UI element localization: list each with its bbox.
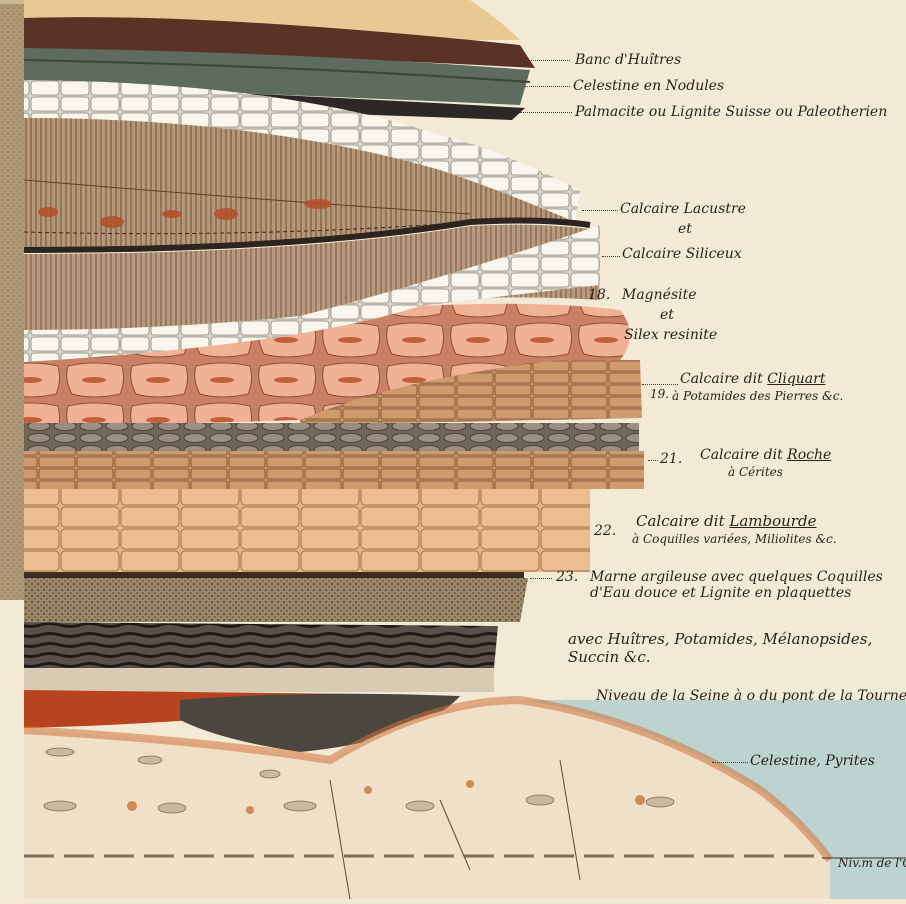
label-celestine-nodules: Celestine en Nodules [573,79,724,93]
label-niveau-ocean: Niv.m de l'Océ [838,857,906,869]
label-number-19: 19. [650,388,669,400]
label-banc-huitres: Banc d'Huîtres [575,53,681,67]
label-lambourde-detail: à Coquilles variées, Miliolites &c. [632,533,837,545]
leader-line [582,210,618,211]
label-cliquart-detail: à Potamides des Pierres &c. [672,390,843,402]
leader-line [648,460,658,461]
label-magnesite: Magnésite [622,288,697,302]
label-number-21: 21. [660,452,682,466]
leader-line [712,762,748,763]
leader-line [524,86,570,87]
label-number-22: 22. [594,524,616,538]
label-calcaire-lambourde: Calcaire dit Lambourde [636,514,816,529]
label-huitres-potamides: avec Huîtres, Potamides, Mélanopsides, [568,632,872,647]
label-number-18: 18. [588,288,610,302]
label-palmacite: Palmacite ou Lignite Suisse ou Paleother… [575,105,887,119]
label-et: et [660,308,674,322]
label-roche-detail: à Cérites [728,466,783,478]
label-celestine-pyrites: Celestine, Pyrites [750,754,875,768]
label-marne-detail: d'Eau douce et Lignite en plaquettes [590,586,851,600]
label-silex: Silex resinite [624,328,717,342]
leader-line [522,60,570,61]
label-calcaire-roche: Calcaire dit Roche [700,448,831,462]
leader-line [642,384,678,385]
leader-line [602,256,620,257]
label-number-23: 23. [556,570,578,584]
label-succin: Succin &c. [568,650,651,665]
label-calcaire-cliquart: Calcaire dit Cliquart [680,372,825,386]
leader-line [530,578,552,579]
leader-line [520,112,572,113]
label-calcaire-siliceux: Calcaire Siliceux [622,247,742,261]
label-niveau-seine: Niveau de la Seine à o du pont de la Tou… [596,689,906,703]
label-calcaire-lacustre: Calcaire Lacustre [620,202,746,216]
label-et: et [678,222,692,236]
label-marne-argileuse: Marne argileuse avec quelques Coquilles [590,570,883,584]
